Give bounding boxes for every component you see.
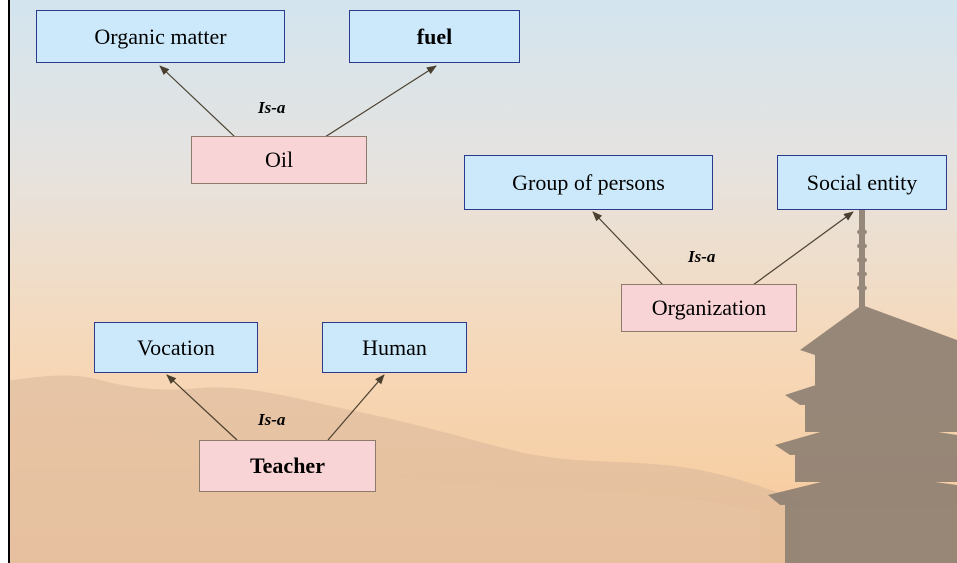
mountain-silhouette-far	[0, 417, 760, 563]
edge-teacher-to-vocation	[166, 374, 238, 441]
is-a-label-teacher: Is-a	[258, 410, 286, 429]
node-teacher: Teacher	[199, 440, 376, 492]
edge-teacher-to-human	[327, 374, 385, 441]
edge-organization-to-social-entity	[752, 211, 854, 286]
node-organic-matter: Organic matter	[36, 10, 285, 63]
node-oil: Oil	[191, 136, 367, 184]
node-organization: Organization	[621, 284, 797, 332]
is-a-label-organization: Is-a	[688, 247, 716, 266]
node-group-of-persons: Group of persons	[464, 155, 713, 210]
edge-organization-to-group-of-persons	[592, 211, 664, 286]
node-human: Human	[322, 322, 467, 373]
node-fuel: fuel	[349, 10, 520, 63]
is-a-label-oil: Is-a	[258, 98, 286, 117]
edge-oil-to-fuel	[324, 65, 437, 138]
node-vocation: Vocation	[94, 322, 258, 373]
slide-left-edge	[0, 0, 10, 563]
pagoda-silhouette	[768, 210, 957, 563]
edge-oil-to-organic-matter	[159, 65, 236, 138]
node-social-entity: Social entity	[777, 155, 947, 210]
